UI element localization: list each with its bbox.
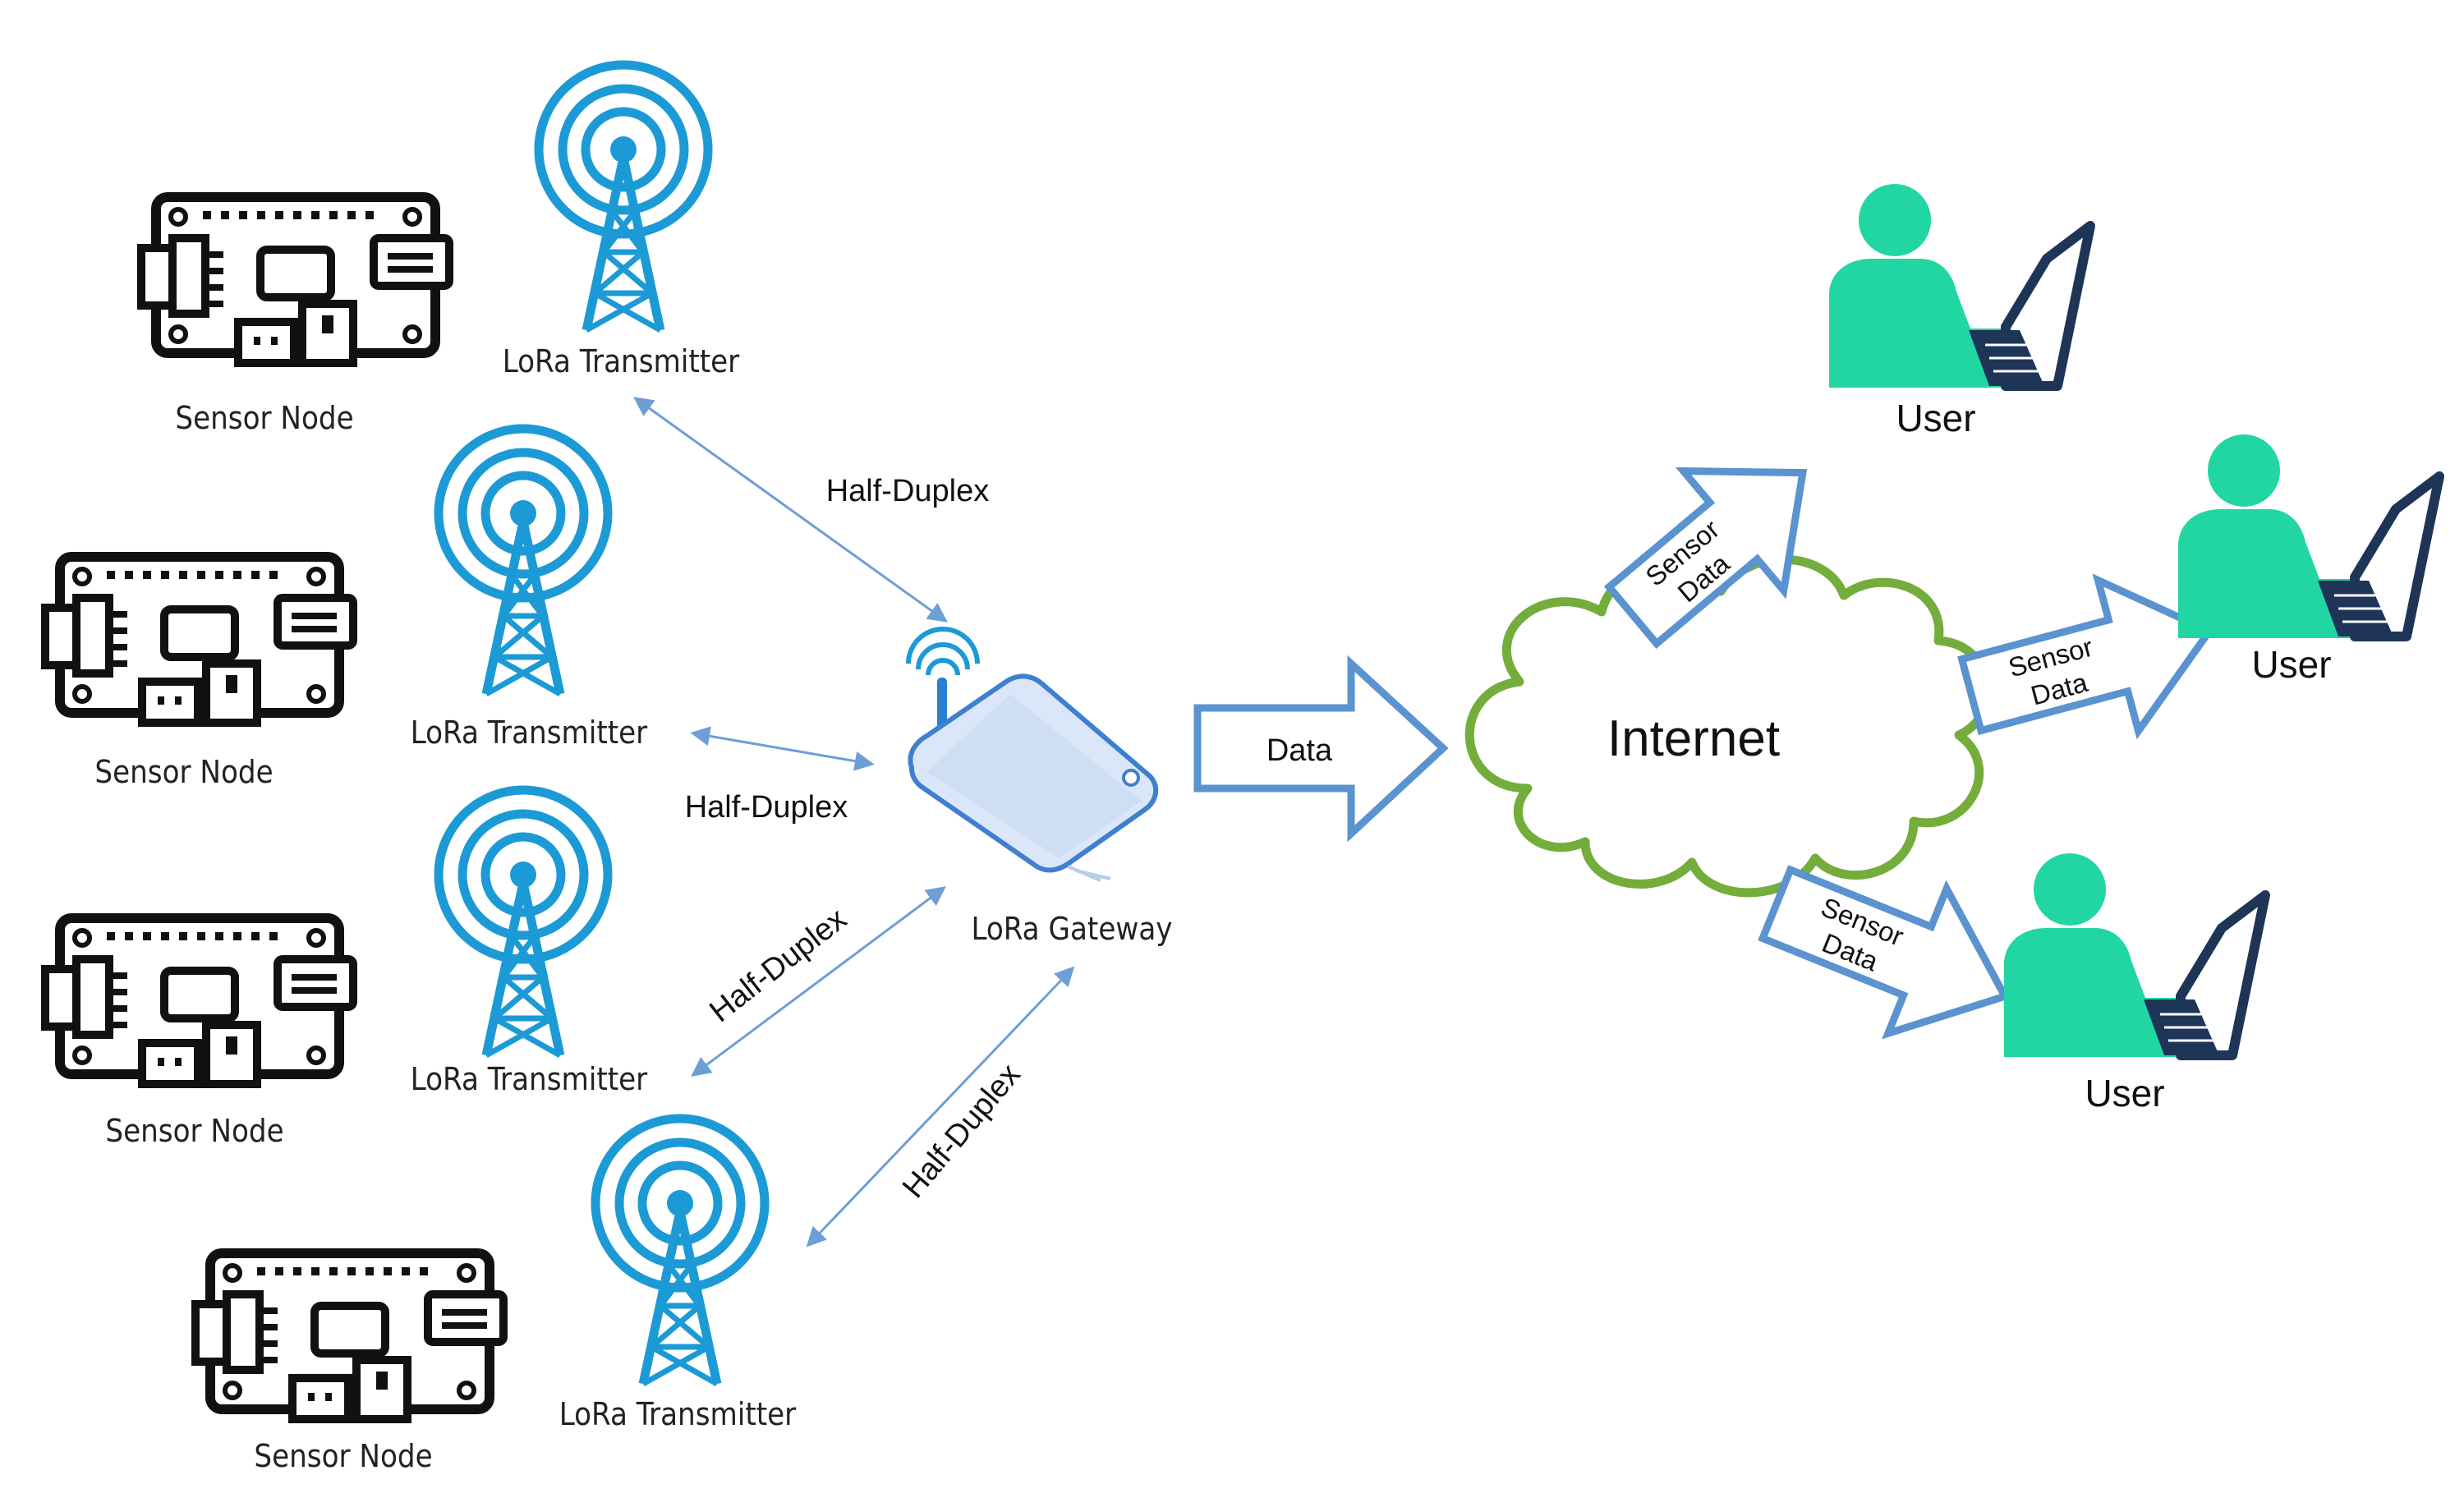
half-duplex-label-1: Half-Duplex (826, 474, 990, 508)
half-duplex-label-2: Half-Duplex (685, 790, 848, 825)
user-label-1: User (1896, 397, 1975, 439)
transmitter-label-2: LoRa Transmitter (411, 715, 648, 751)
half-duplex-link-1 (633, 397, 948, 623)
half-duplex-link-2 (690, 726, 875, 771)
gateway-label: LoRa Gateway (971, 911, 1172, 947)
lora-tower-icon-1 (539, 65, 708, 330)
internet-label: Internet (1607, 710, 1780, 767)
half-duplex-link-4 (806, 966, 1075, 1248)
sensor-board-icon-4 (195, 1253, 503, 1419)
sensor-node-label-1: Sensor Node (175, 400, 353, 436)
transmitter-label-4: LoRa Transmitter (559, 1396, 797, 1432)
lora-gateway-icon (906, 627, 1159, 882)
sensor-node-label-4: Sensor Node (254, 1438, 432, 1474)
sensor-board-icon-3 (45, 918, 353, 1084)
user-icon-2 (2178, 434, 2439, 638)
user-icon-3 (2004, 853, 2265, 1057)
user-label-3: User (2085, 1072, 2164, 1114)
data-arrow-label: Data (1266, 733, 1333, 768)
lora-tower-icon-2 (439, 429, 608, 694)
sensor-board-icon-1 (141, 197, 449, 363)
data-flow-arrow (1193, 655, 1449, 843)
sensor-data-arrow-3: Sensor Data (1758, 865, 2011, 1040)
transmitter-label-1: LoRa Transmitter (503, 343, 740, 379)
sensor-data-arrow-2: Sensor Data (1957, 573, 2215, 740)
lora-tower-icon-3 (439, 790, 608, 1055)
transmitter-label-3: LoRa Transmitter (411, 1061, 648, 1097)
sensor-node-label-3: Sensor Node (105, 1113, 283, 1149)
user-icon-1 (1829, 184, 2090, 388)
lora-tower-icon-4 (595, 1119, 765, 1384)
sensor-board-icon-2 (45, 557, 353, 723)
sensor-node-label-2: Sensor Node (94, 754, 273, 790)
user-label-2: User (2251, 643, 2331, 686)
